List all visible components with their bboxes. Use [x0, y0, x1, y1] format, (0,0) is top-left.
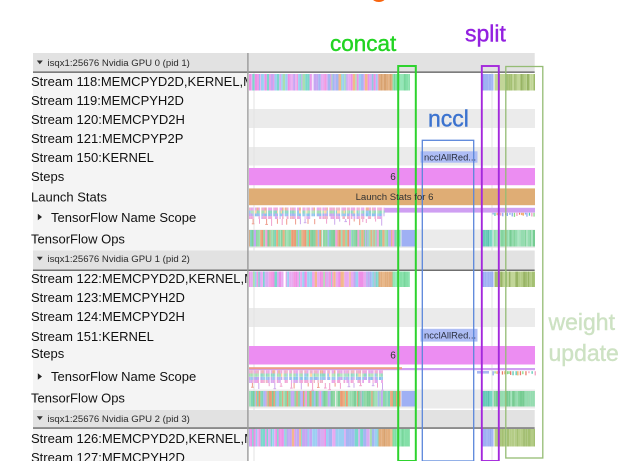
svg-text:TensorFlow Name Scope: TensorFlow Name Scope [51, 369, 196, 384]
svg-text:6: 6 [390, 350, 396, 361]
svg-text:isqx1:25676 Nvidia GPU 1 (pid: isqx1:25676 Nvidia GPU 1 (pid 2) [48, 254, 190, 265]
svg-text:isqx1:25676 Nvidia GPU 0 (pid: isqx1:25676 Nvidia GPU 0 (pid 1) [48, 58, 190, 69]
svg-text:Launch Stats: Launch Stats [31, 190, 107, 205]
svg-text:Stream 121:MEMCPYP2P: Stream 121:MEMCPYP2P [31, 131, 183, 146]
svg-text:Stream 151:KERNEL: Stream 151:KERNEL [31, 329, 154, 344]
svg-text:Stream 122:MEMCPYD2D,KERNEL,ME: Stream 122:MEMCPYD2D,KERNEL,MEMSET [31, 271, 300, 286]
svg-text:nccl: nccl [428, 106, 469, 132]
svg-text:split: split [465, 21, 507, 47]
svg-text:Steps: Steps [31, 169, 65, 184]
svg-text:concat: concat [330, 31, 397, 56]
svg-text:Stream 119:MEMCPYH2D: Stream 119:MEMCPYH2D [31, 93, 184, 108]
svg-text:Stream 120:MEMCPYD2H: Stream 120:MEMCPYD2H [31, 112, 185, 127]
svg-text:Launch Stats for 6: Launch Stats for 6 [356, 192, 434, 203]
svg-text:ncclAllRed...: ncclAllRed... [424, 151, 476, 162]
svg-text:weight: weight [548, 309, 616, 335]
svg-text:Stream 127:MEMCPYH2D: Stream 127:MEMCPYH2D [31, 450, 185, 461]
svg-text:TensorFlow Ops: TensorFlow Ops [31, 232, 125, 247]
svg-text:Steps: Steps [31, 346, 65, 361]
svg-text:TensorFlow Name Scope: TensorFlow Name Scope [51, 210, 196, 225]
svg-text:Stream 123:MEMCPYH2D: Stream 123:MEMCPYH2D [31, 290, 185, 305]
svg-text:isqx1:25676 Nvidia GPU 2 (pid: isqx1:25676 Nvidia GPU 2 (pid 3) [48, 414, 190, 425]
svg-text:Stream 124:MEMCPYD2H: Stream 124:MEMCPYD2H [31, 309, 185, 324]
svg-text:ncclAllRed...: ncclAllRed... [424, 330, 476, 341]
svg-text:TensorFlow Ops: TensorFlow Ops [31, 391, 125, 406]
svg-text:Stream 118:MEMCPYD2D,KERNEL,ME: Stream 118:MEMCPYD2D,KERNEL,MEMSET [31, 74, 299, 89]
svg-text:6: 6 [390, 172, 396, 183]
svg-text:update: update [549, 340, 619, 366]
svg-text:Stream 150:KERNEL: Stream 150:KERNEL [31, 150, 154, 165]
svg-text:Stream 126:MEMCPYD2D,KERNEL,ME: Stream 126:MEMCPYD2D,KERNEL,MEMSET [31, 431, 300, 446]
